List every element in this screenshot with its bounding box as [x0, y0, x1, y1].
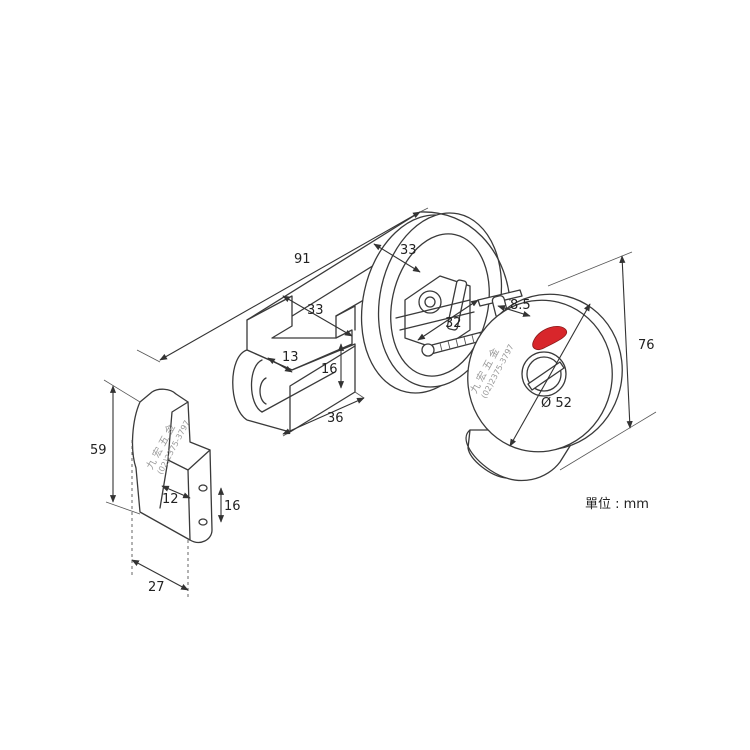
- dim-keeper-height: 59: [90, 443, 107, 458]
- dim-keeper-width: 27: [148, 580, 165, 595]
- dim-plate-depth: 33: [307, 303, 324, 318]
- dimension-labels: 91 33 33 13 16 36 8.5 32 Ø 52 76 59 12 1…: [90, 243, 655, 595]
- dim-rosette-diameter: Ø 52: [541, 396, 572, 411]
- dimension-lines: [103, 207, 657, 598]
- dim-overall-length: 91: [294, 252, 311, 267]
- dim-plate-lip: 13: [282, 350, 299, 365]
- dim-rosette-depth: 33: [400, 243, 417, 258]
- dim-indicator-offset: 8.5: [510, 298, 531, 313]
- dim-keeper-hole-offset: 12: [162, 492, 179, 507]
- dim-total-height: 76: [638, 338, 655, 353]
- dim-plate-height: 16: [321, 362, 338, 377]
- unit-note: 單位 : mm: [585, 497, 649, 512]
- keeper-strike: 九 宏 五 金 (02)2375-3797: [131, 388, 213, 544]
- dim-plate-length: 36: [327, 411, 344, 426]
- dim-keeper-hole-spacing: 16: [224, 499, 241, 514]
- dim-spindle-length: 32: [445, 316, 462, 331]
